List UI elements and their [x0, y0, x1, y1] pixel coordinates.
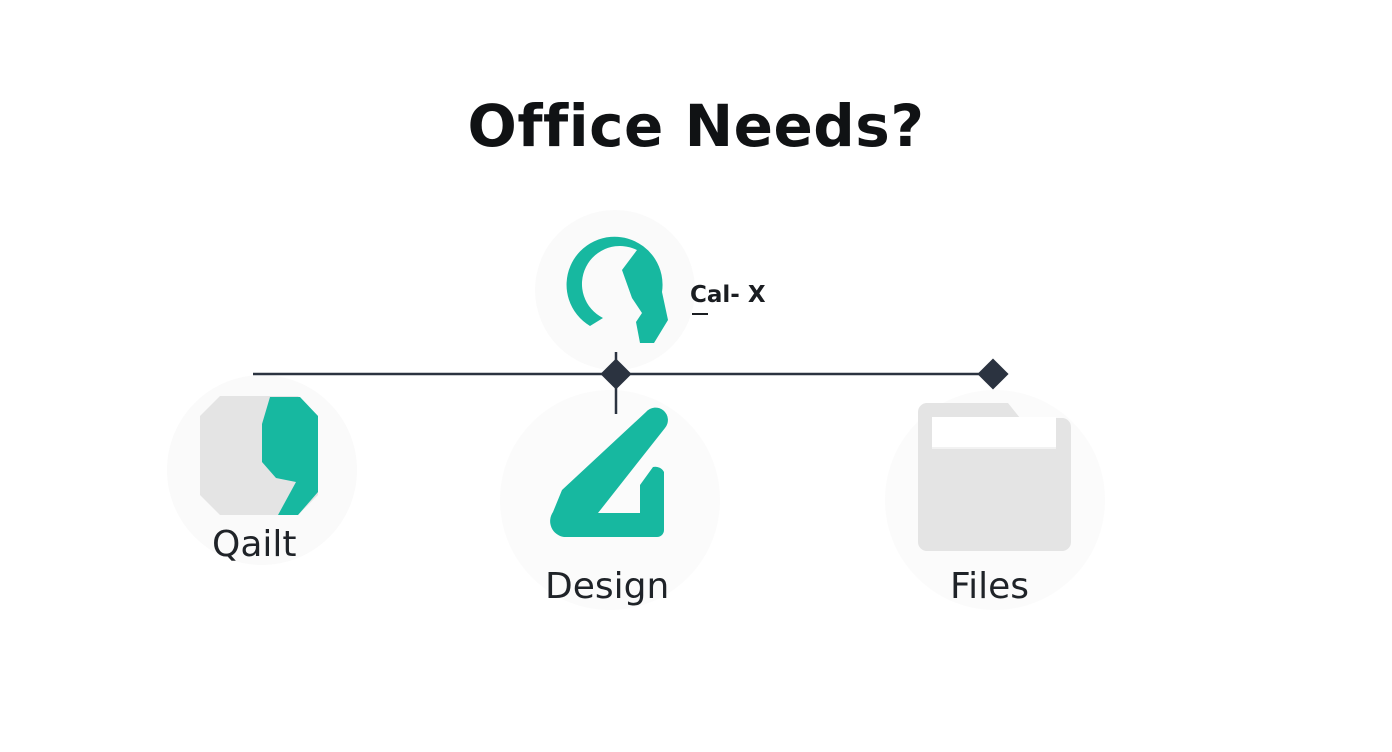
chat-bubble-icon: [200, 396, 318, 515]
call-label: Cal- X: [690, 282, 766, 308]
page-title: Office Needs?: [467, 92, 925, 160]
timeline-node-center: [600, 358, 632, 390]
phone-bubble-icon: [566, 236, 668, 343]
folder-icon: [918, 403, 1071, 551]
ruler-triangle-icon: [550, 407, 668, 537]
design-label: Design: [545, 566, 670, 607]
files-label: Files: [950, 566, 1029, 607]
qailt-label: Qailt: [212, 524, 297, 565]
timeline-node-right: [977, 358, 1009, 390]
call-underline: [692, 313, 708, 315]
